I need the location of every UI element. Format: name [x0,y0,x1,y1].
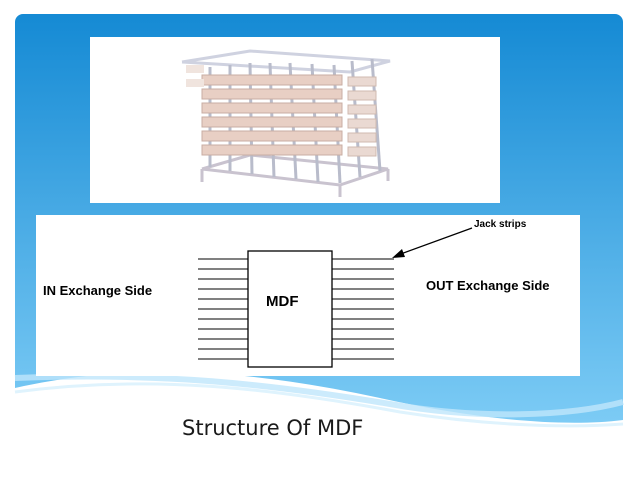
out-exchange-side-label: OUT Exchange Side [426,278,550,293]
in-exchange-side-label: IN Exchange Side [43,283,153,298]
mdf-rack-illustration [181,49,391,197]
mdf-label: MDF [266,293,299,310]
in-side-lines [198,258,248,360]
mdf-diagram-lines [198,227,473,368]
mdf-diagram: IN Exchange Side OUT Exchange Side Jack … [36,215,580,376]
jack-strips-label: Jack strips [474,219,527,230]
mdf-photo [90,37,500,203]
annotation-arrow-line [397,227,473,256]
slide-caption: Structure Of MDF [182,416,364,440]
out-side-lines [332,258,394,360]
annotation-arrow-head [392,249,405,258]
